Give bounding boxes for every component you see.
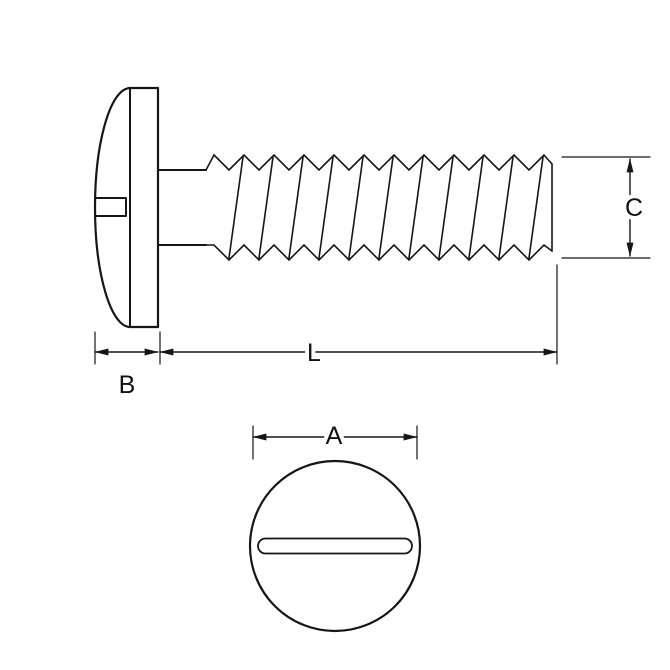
- thread-flank-line: [228, 156, 244, 259]
- dimension-label-a: A: [326, 422, 343, 450]
- dimension-a: A: [252, 418, 418, 460]
- dimension-l: L: [159, 264, 558, 371]
- thread-profile-bottom: [205, 243, 553, 262]
- thread-flank-line: [408, 156, 424, 259]
- thread-flank-line: [498, 156, 514, 259]
- screw-side-view: [93, 86, 553, 329]
- screw-top-view: [248, 459, 422, 633]
- thread-flank-line: [258, 156, 274, 259]
- thread-flank-line: [378, 156, 394, 259]
- dimension-b: B: [94, 331, 159, 403]
- dimension-c: C: [561, 156, 651, 259]
- thread-flank-line: [468, 156, 484, 259]
- dimension-label-c: C: [625, 194, 643, 222]
- thread-flank-line: [348, 156, 364, 259]
- drive-slot-side-profile: [95, 197, 127, 217]
- dimension-label-l: L: [307, 339, 321, 367]
- thread-flank-lines: [228, 156, 544, 259]
- thread-flank-line: [318, 156, 334, 259]
- dimension-label-b: B: [119, 371, 136, 399]
- drive-slot-top-view: [257, 537, 413, 555]
- thread-flank-line: [288, 156, 304, 259]
- head-circle: [248, 459, 422, 633]
- thread-profile-top: [205, 153, 553, 172]
- thread-flank-line: [438, 156, 454, 259]
- thread-flank-line: [528, 156, 544, 259]
